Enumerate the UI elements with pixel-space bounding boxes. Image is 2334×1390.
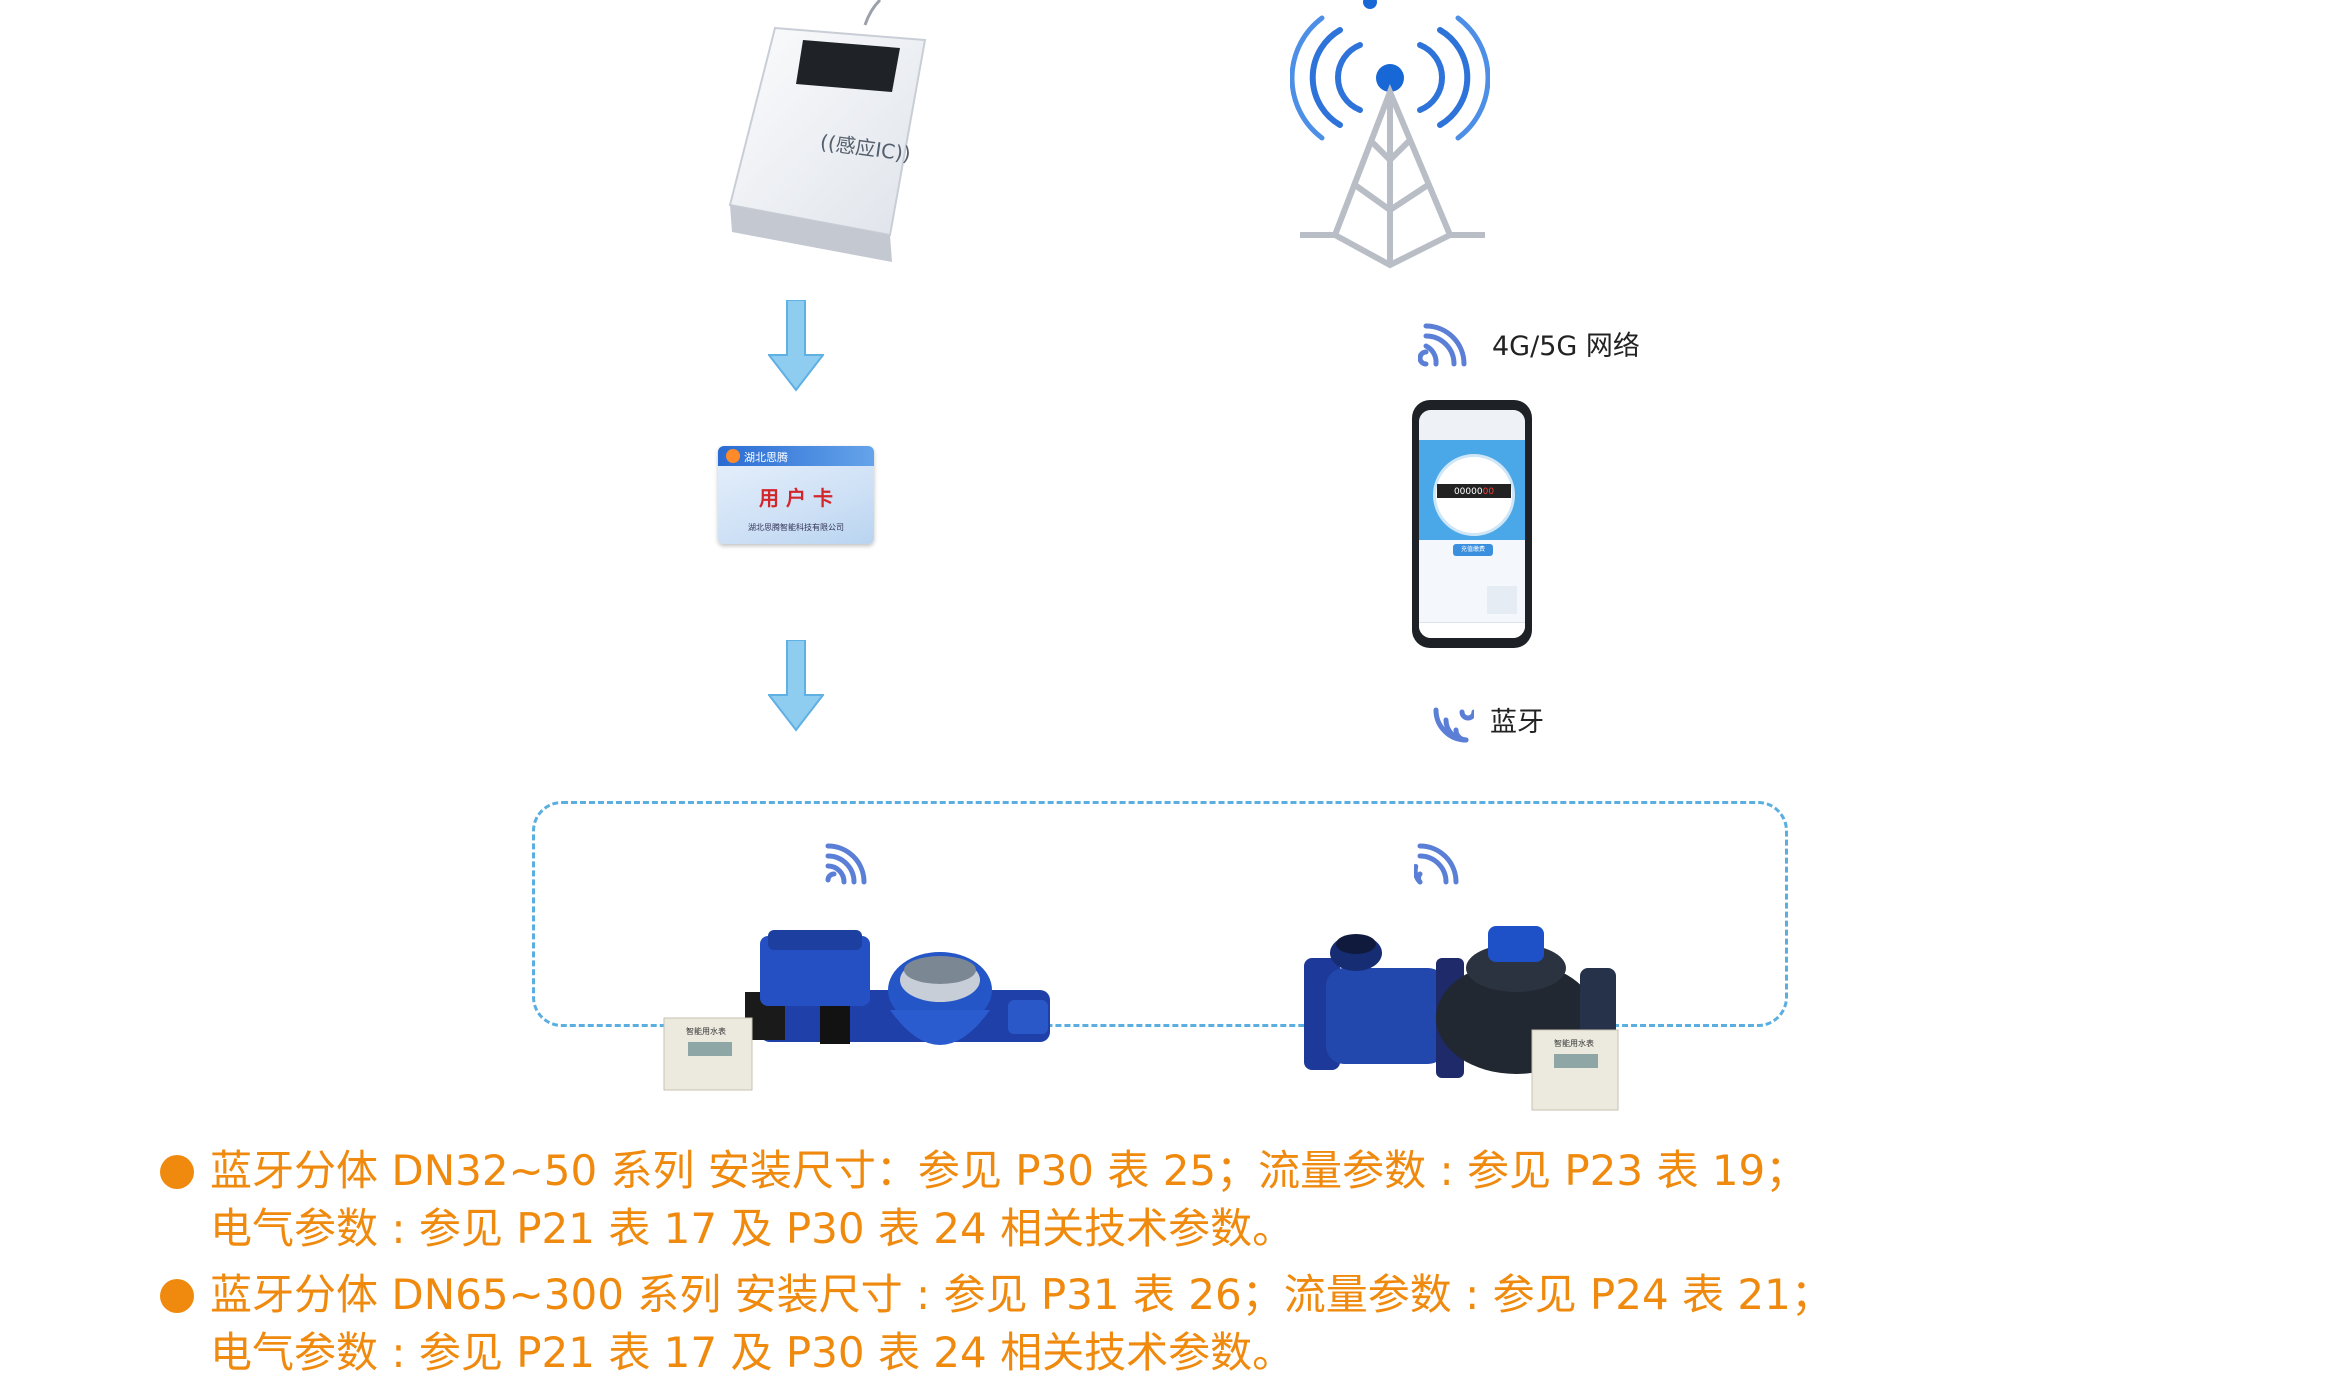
arrow-down-2 — [768, 640, 824, 732]
note-2-line1: 蓝牙分体 DN65~300 系列 安装尺寸 : 参见 P31 表 26；流量参数… — [210, 1270, 1833, 1319]
phone-digits-red: 00 — [1482, 487, 1495, 497]
smartphone: 0000000 充值缴费 — [1412, 400, 1532, 648]
user-card: 湖北思腾 用 户 卡 湖北思腾智能科技有限公司 — [718, 446, 874, 544]
cell-tower-icon — [1289, 0, 1491, 275]
meter1-controller-label: 智能用水表 — [686, 1026, 726, 1036]
network-label: 4G/5G 网络 — [1492, 331, 1640, 362]
signal-4g-icon — [1418, 318, 1468, 368]
bullet-dot-icon — [160, 1279, 194, 1313]
phone-digits-white: 00000 — [1453, 487, 1483, 497]
meter2-controller-label: 智能用水表 — [1554, 1038, 1594, 1048]
bluetooth-group-frame — [532, 801, 1788, 1027]
meter2-signal-icon — [1414, 840, 1460, 886]
card-footer: 湖北思腾智能科技有限公司 — [748, 523, 844, 532]
water-meter-dn32-50: 智能用水表 — [660, 930, 1060, 1100]
card-logo-icon — [726, 449, 740, 463]
meter1-signal-icon — [822, 840, 868, 886]
phone-button[interactable]: 充值缴费 — [1453, 544, 1493, 556]
note-1-line1: 蓝牙分体 DN32~50 系列 安装尺寸：参见 P30 表 25；流量参数 : … — [210, 1146, 1808, 1195]
card-reader-device: ((感应IC)) — [720, 0, 940, 270]
note-2-line2: 电气参数 : 参见 P21 表 17 及 P30 表 24 相关技术参数。 — [210, 1328, 1295, 1377]
water-meter-dn65-300: 智能用水表 — [1296, 918, 1636, 1118]
bullet-dot-icon — [160, 1155, 194, 1189]
card-title: 用 户 卡 — [759, 486, 833, 510]
note-1: 蓝牙分体 DN32~50 系列 安装尺寸：参见 P30 表 25；流量参数 : … — [160, 1142, 1807, 1258]
note-2: 蓝牙分体 DN65~300 系列 安装尺寸 : 参见 P31 表 26；流量参数… — [160, 1266, 1833, 1382]
arrow-down-1 — [768, 300, 824, 392]
bluetooth-signal-icon — [1428, 700, 1474, 746]
note-1-line2: 电气参数 : 参见 P21 表 17 及 P30 表 24 相关技术参数。 — [210, 1204, 1295, 1253]
card-brand: 湖北思腾 — [744, 451, 788, 464]
bluetooth-label: 蓝牙 — [1490, 707, 1544, 738]
